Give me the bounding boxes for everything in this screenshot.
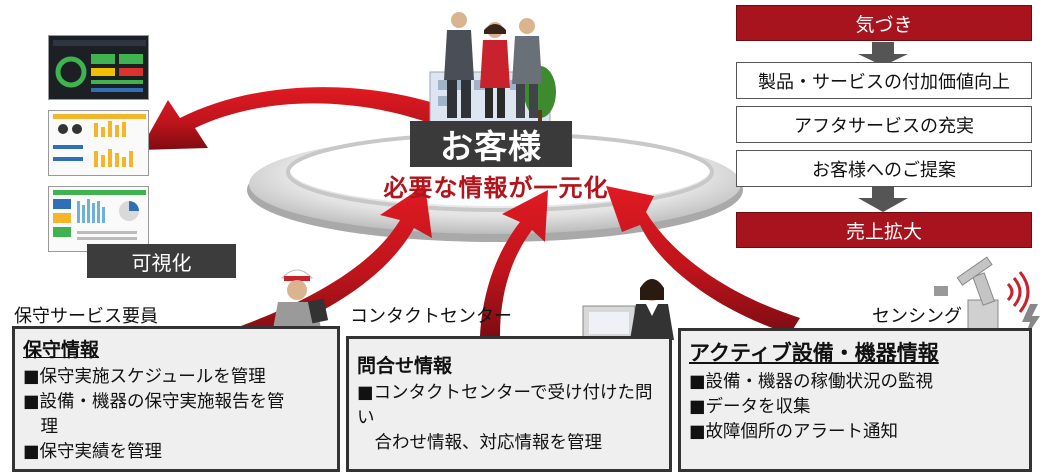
arrow-to-visualization [140, 87, 478, 150]
inquiry-info-item: ■コンタクトセンターで受け付けた問い [357, 383, 653, 428]
role-contact-center: コンタクトセンター [350, 306, 512, 327]
active-equipment-info-item: ■故障個所のアラート通知 [689, 422, 899, 442]
flow-item-after-service: アフタサービスの充実 [736, 106, 1032, 143]
maintenance-info-title: 保守情報 [23, 339, 100, 361]
customer-label: お客様 [410, 121, 572, 167]
arrow-from-sensing [606, 186, 800, 334]
active-equipment-info-item: ■データを収集 [689, 397, 811, 417]
flow-item-value-add: 製品・サービスの付加価値向上 [736, 62, 1032, 99]
maintenance-info-item: 理 [23, 417, 58, 437]
active-equipment-info-item: ■設備・機器の稼働状況の監視 [689, 372, 934, 392]
wireless-signal-icon [1006, 271, 1030, 313]
arrow-from-contact [480, 190, 548, 336]
unify-text: 必要な情報が一元化 [383, 174, 609, 202]
inquiry-info-title: 問合せ情報 [357, 355, 453, 377]
maintenance-info-item: ■保守実施スケジュールを管理 [23, 367, 266, 387]
flow-item-proposal: お客様へのご提案 [736, 150, 1032, 187]
people-group-icon [429, 12, 556, 124]
flow-down-arrow-2 [858, 186, 908, 212]
maintenance-info-item: ■設備・機器の保守実施報告を管 [23, 392, 285, 412]
role-maintenance: 保守サービス要員 [14, 306, 158, 327]
flow-bottom-sales: 売上拡大 [736, 212, 1032, 248]
maintenance-info-box: 保守情報 ■保守実施スケジュールを管理 ■設備・機器の保守実施報告を管 理 ■保… [12, 326, 340, 472]
maintenance-info-item: ■保守実績を管理 [23, 442, 163, 462]
dashboard-thumbnail-3 [48, 186, 149, 252]
inquiry-info-box: 問合せ情報 ■コンタクトセンターで受け付けた問い 合わせ情報、対応情報を管理 [346, 336, 672, 472]
visualization-label: 可視化 [87, 244, 236, 278]
role-sensing: センシング [872, 306, 962, 327]
worker-tablet-icon [272, 269, 329, 334]
inquiry-info-item: 合わせ情報、対応情報を管理 [357, 433, 602, 453]
dashboard-thumbnail-1 [48, 35, 149, 100]
operator-headset-icon [582, 279, 674, 362]
dashboard-thumbnail-2 [48, 110, 149, 176]
active-equipment-info-title: アクティブ設備・機器情報 [689, 341, 939, 365]
lightning-icon [1022, 304, 1040, 340]
flow-top-awareness: 気づき [736, 5, 1032, 41]
active-equipment-info-box: アクティブ設備・機器情報 ■設備・機器の稼働状況の監視 ■データを収集 ■故障個… [678, 328, 1032, 472]
robot-arm-icon [934, 256, 999, 333]
flow-down-arrow-1 [858, 42, 908, 66]
